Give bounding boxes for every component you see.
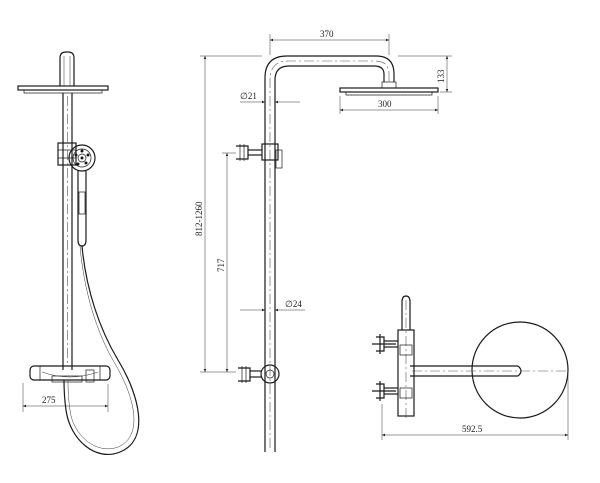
mixer-bar-front <box>29 365 111 383</box>
dim-total-depth <box>381 372 569 440</box>
upper-diverter-valve <box>236 143 283 169</box>
upper-handle-plan <box>372 334 398 354</box>
top-connector <box>59 51 75 86</box>
hand-shower-handle <box>77 171 87 247</box>
dim-arm-length-label: 370 <box>320 29 334 39</box>
rain-head-plan <box>471 321 569 419</box>
front-view: 275 <box>17 51 140 455</box>
shower-hose <box>63 245 140 455</box>
top-view: 592.5 <box>372 295 569 440</box>
dim-adjustable-height-label: 812-1260 <box>194 201 204 236</box>
hand-shower-head <box>68 144 96 172</box>
dim-inlet-height-label: 717 <box>216 258 226 272</box>
slider-bracket <box>57 142 77 166</box>
dim-head-diameter-label: 300 <box>378 99 392 109</box>
dim-head-diameter <box>339 96 439 114</box>
riser-with-arm <box>264 55 395 452</box>
lower-mixer-valve <box>238 364 280 384</box>
head-connector <box>381 81 397 89</box>
riser-plan <box>397 295 415 418</box>
dim-mixer-width-label: 275 <box>42 395 56 405</box>
dim-adjustable-height <box>200 55 262 373</box>
dim-head-drop-label: 133 <box>436 69 446 83</box>
dim-arm-length <box>269 34 390 55</box>
dim-head-drop <box>398 55 452 93</box>
dim-inlet-height <box>222 152 236 372</box>
dim-total-depth-label: 592.5 <box>462 424 483 434</box>
shower-arm-plan <box>410 365 568 377</box>
rain-shower-head-side <box>339 87 439 96</box>
dim-mixer-width <box>22 383 109 412</box>
side-view: 370 133 300 ∅21 <box>194 29 452 452</box>
dim-upper-pipe-diameter-label: ∅21 <box>240 91 257 101</box>
lower-handle-plan <box>372 381 398 401</box>
dim-lower-pipe-diameter-label: ∅24 <box>285 299 302 309</box>
riser-pipe-front <box>62 93 73 370</box>
rain-shower-head <box>17 85 109 94</box>
